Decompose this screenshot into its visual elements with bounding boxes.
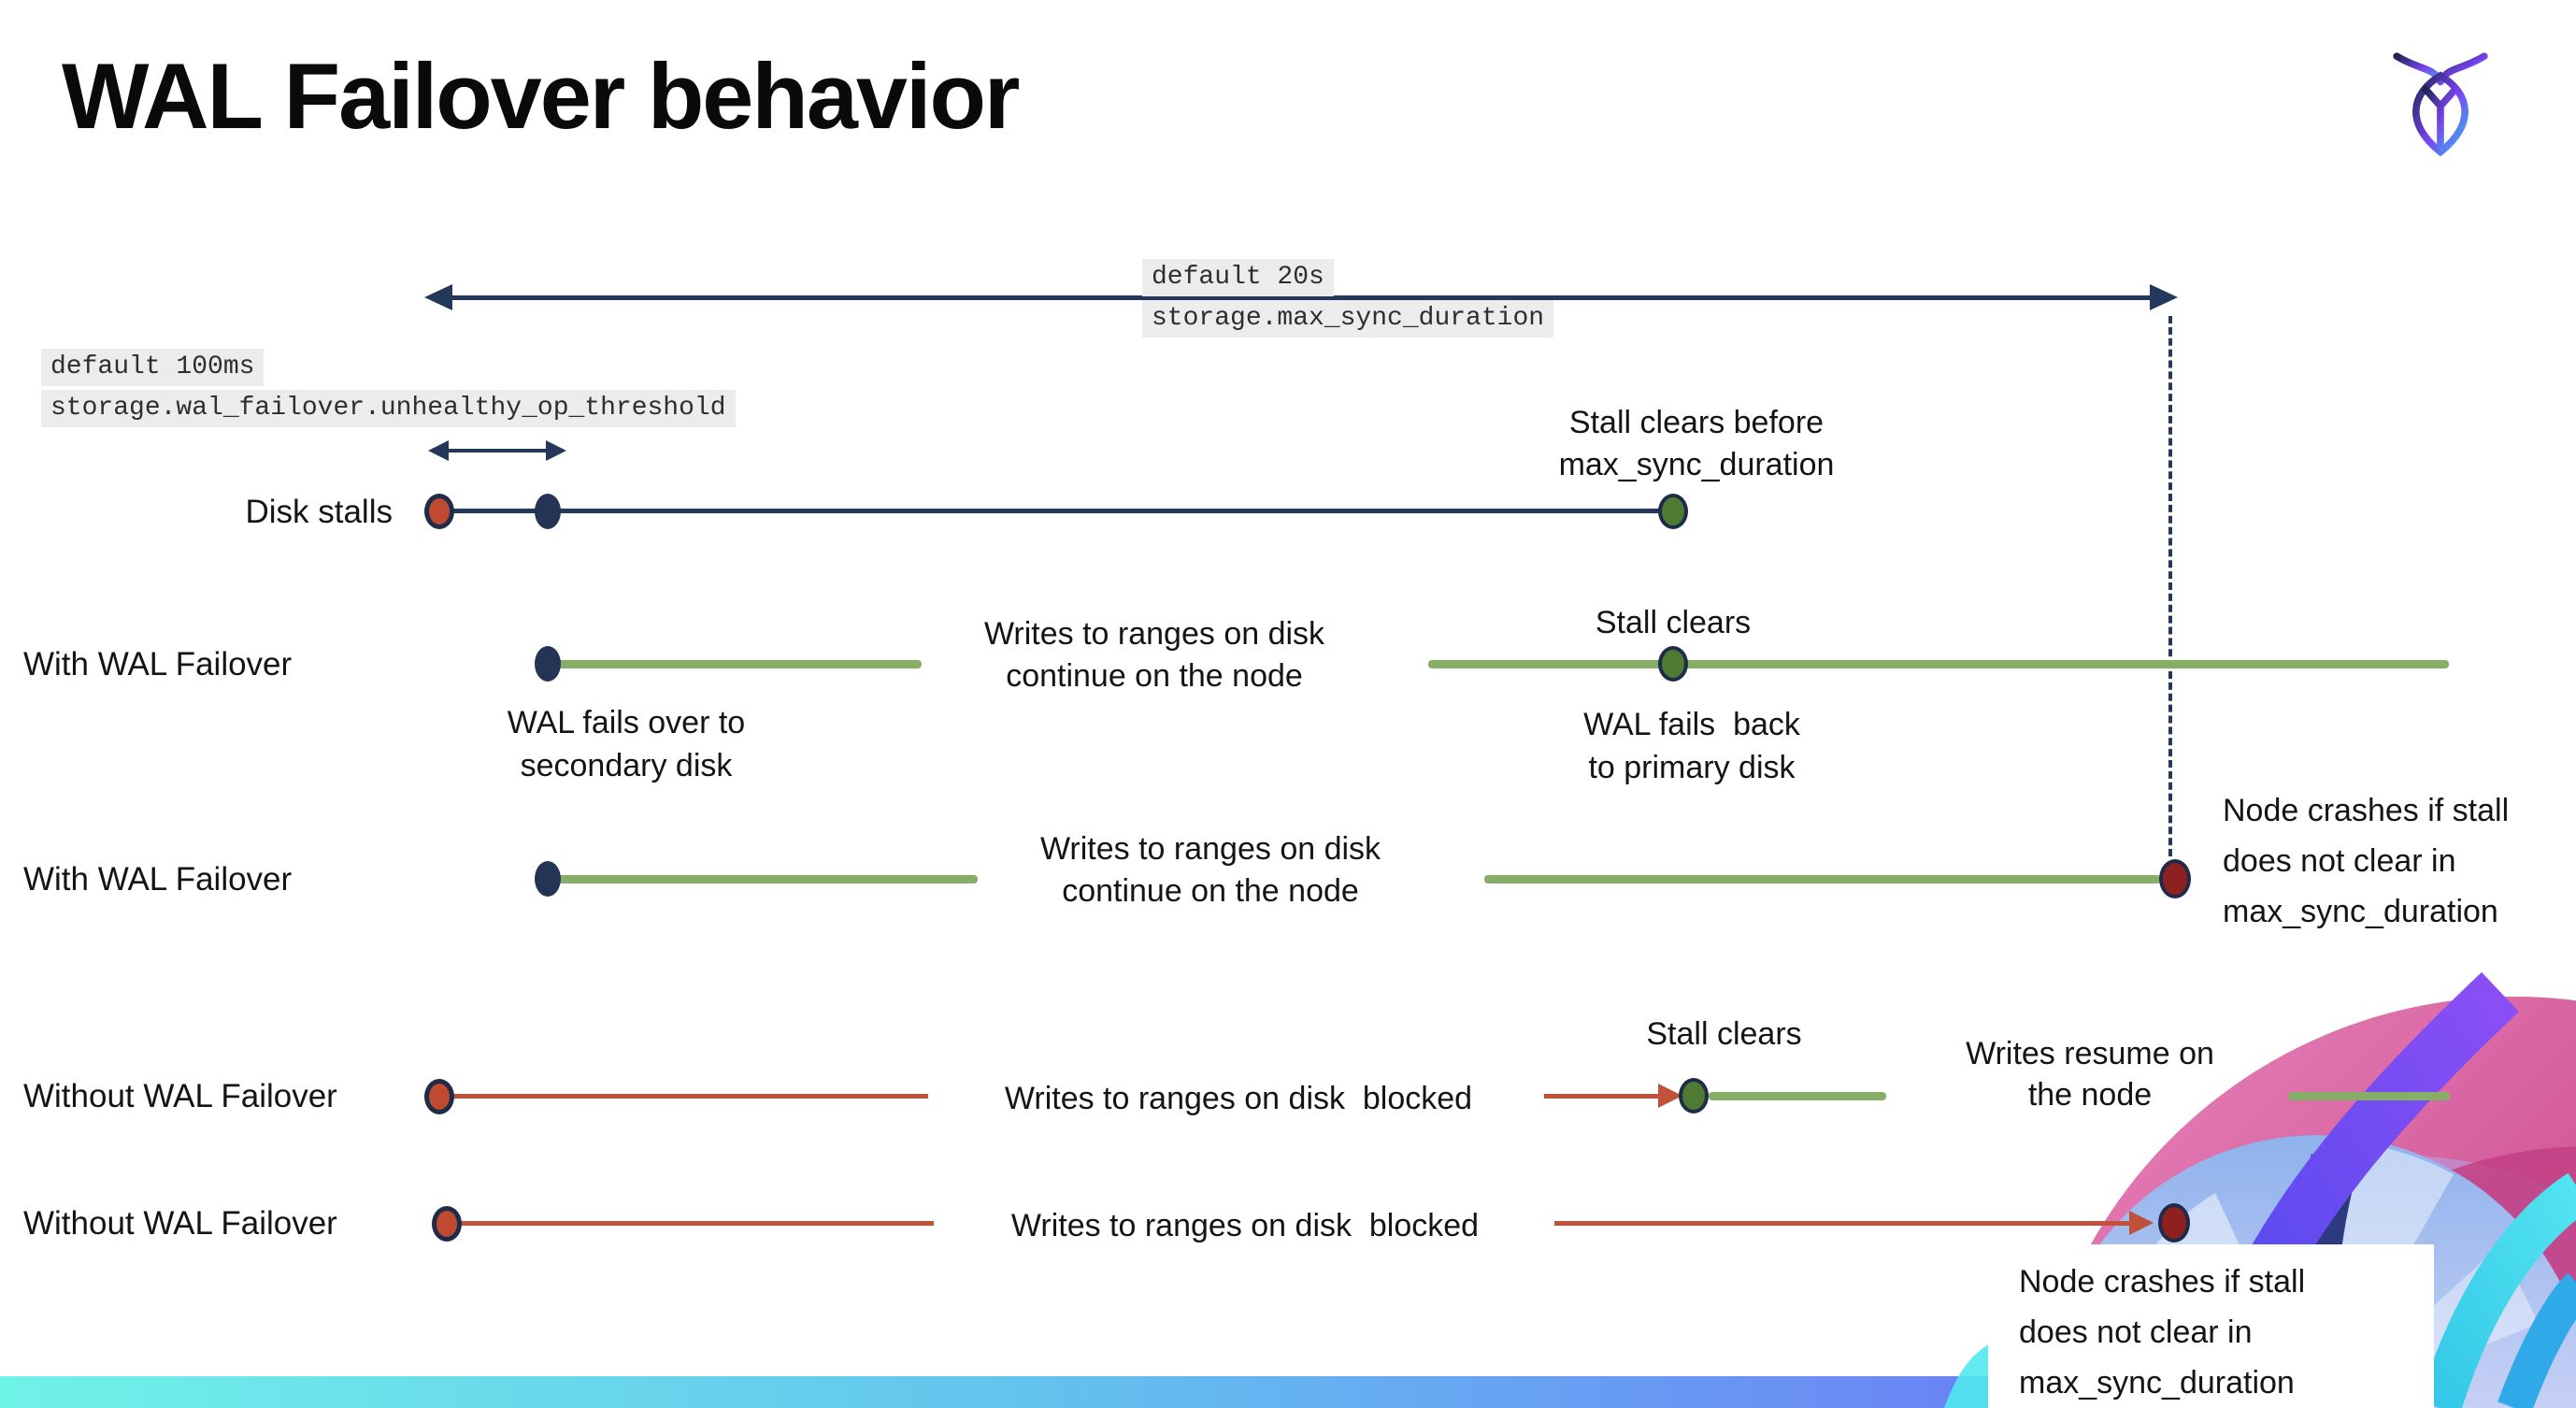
- disk-stall-start-dot: [424, 1079, 454, 1114]
- arrowhead-right-icon: [2129, 1211, 2154, 1235]
- disk-stall-start-dot: [432, 1206, 462, 1242]
- cockroachdb-logo-icon: [2393, 52, 2488, 157]
- unhealthy-op-setting-name: storage.wal_failover.unhealthy_op_thresh…: [41, 390, 736, 427]
- wal-fails-back-note: WAL fails back to primary disk: [1583, 707, 1800, 785]
- writes-blocked-line: [447, 1221, 934, 1226]
- writes-blocked-line: [439, 1094, 928, 1099]
- max-sync-deadline-dashed-line: [2168, 316, 2172, 856]
- node-crashes-note: Node crashes if stall does not clear in …: [2223, 793, 2510, 929]
- stall-clears-note: Stall clears: [1595, 605, 1752, 640]
- timeline-disk-stalls: [439, 509, 1673, 513]
- writes-continue-line: [1428, 660, 2449, 668]
- disk-stall-start-dot: [424, 494, 454, 529]
- writes-continue-line: [555, 660, 922, 668]
- unhealthy-op-span-line: [441, 449, 550, 453]
- max-sync-setting-name: storage.max_sync_duration: [1142, 300, 1554, 338]
- stall-clears-dot: [1658, 494, 1688, 529]
- stall-clears-before-note: Stall clears before max_sync_duration: [1558, 405, 1835, 482]
- writes-blocked-note: Writes to ranges on disk blocked: [1010, 1208, 1480, 1243]
- writes-continue-line: [555, 875, 978, 884]
- arrowhead-right-icon: [1658, 1084, 1682, 1108]
- row-label-without-wal-failover-1: Without WAL Failover: [23, 1078, 337, 1114]
- arrowhead-right-icon: [2150, 284, 2178, 310]
- arrowhead-left-icon: [424, 284, 452, 310]
- row-label-disk-stalls: Disk stalls: [245, 494, 393, 530]
- stall-clears-note: Stall clears: [1646, 1016, 1802, 1052]
- row-label-with-wal-failover-2: With WAL Failover: [23, 861, 293, 898]
- row-label-without-wal-failover-2: Without WAL Failover: [23, 1205, 337, 1242]
- failover-dot: [535, 861, 561, 897]
- node-crashes-callout-box: [1988, 1244, 2434, 1408]
- max-sync-default-label: default 20s: [1142, 259, 1334, 296]
- writes-continue-line: [1484, 875, 2161, 884]
- row-label-with-wal-failover-1: With WAL Failover: [23, 646, 293, 682]
- writes-resume-line: [1709, 1092, 1886, 1100]
- node-crash-dot: [2158, 1203, 2190, 1243]
- writes-blocked-line: [1544, 1094, 1658, 1099]
- writes-resume-line: [2288, 1092, 2450, 1100]
- node-crashes-note: Node crashes if stall does not clear in …: [2019, 1264, 2306, 1401]
- stall-clears-dot: [1679, 1078, 1709, 1113]
- writes-blocked-note: Writes to ranges on disk blocked: [1004, 1081, 1473, 1116]
- writes-blocked-line: [1554, 1221, 2135, 1226]
- page-title: WAL Failover behavior: [62, 44, 1020, 148]
- stall-clears-dot: [1658, 646, 1688, 682]
- failover-dot: [535, 646, 561, 682]
- wal-fails-over-note: WAL fails over to secondary disk: [507, 705, 746, 783]
- unhealthy-op-default-label: default 100ms: [41, 349, 265, 386]
- node-crash-dot: [2159, 859, 2191, 898]
- arrowhead-right-icon: [546, 440, 566, 461]
- arrowhead-left-icon: [428, 440, 449, 461]
- writes-resume-note: Writes resume on the node: [1966, 1036, 2214, 1113]
- writes-continue-note: Writes to ranges on disk continue on the…: [983, 616, 1325, 694]
- failover-threshold-dot: [535, 494, 561, 529]
- max-sync-duration-span-line: [447, 295, 2157, 300]
- writes-continue-note: Writes to ranges on disk continue on the…: [1039, 831, 1381, 909]
